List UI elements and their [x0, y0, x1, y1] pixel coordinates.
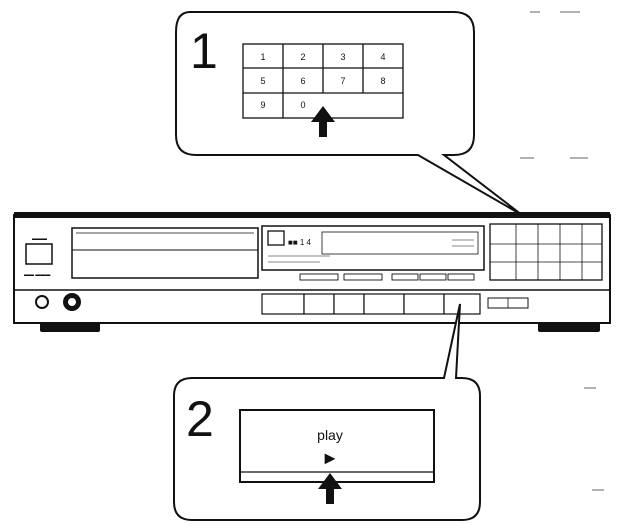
- step-1-number: 1: [190, 23, 218, 79]
- keypad-key: 6: [300, 76, 305, 86]
- keypad-key: 1: [260, 52, 265, 62]
- callout-1: 1 1 2 3 4 5 6 7 8 9 0: [175, 11, 523, 216]
- display-panel: [261, 225, 485, 271]
- transport-button[interactable]: [261, 293, 305, 315]
- keypad-key: 9: [260, 100, 265, 110]
- keypad-key: 0: [300, 100, 305, 110]
- play-button-label: play: [317, 427, 343, 443]
- svg-text:▬▬▬: ▬▬▬: [32, 236, 47, 242]
- keypad-key: 3: [340, 52, 345, 62]
- keypad-key: 7: [340, 76, 345, 86]
- transport-button[interactable]: [363, 293, 405, 315]
- play-symbol-icon: ►: [321, 448, 339, 468]
- player-keypad: [489, 223, 603, 281]
- keypad-key: 2: [300, 52, 305, 62]
- step-2-number: 2: [186, 391, 214, 447]
- function-button[interactable]: [447, 273, 475, 281]
- svg-text:▬▬ ▬▬▬: ▬▬ ▬▬▬: [24, 272, 50, 278]
- function-button[interactable]: [299, 273, 339, 281]
- player-top-edge: [14, 212, 610, 218]
- player-play-button[interactable]: [443, 293, 481, 315]
- transport-button[interactable]: [333, 293, 365, 315]
- keypad-key: 5: [260, 76, 265, 86]
- function-button[interactable]: [391, 273, 419, 281]
- callout-1-bubble: [175, 11, 523, 216]
- up-arrow-icon: [311, 106, 335, 137]
- scan-marks: [520, 11, 604, 491]
- keypad-key: 4: [380, 52, 385, 62]
- display-window: [321, 231, 479, 255]
- disc-tray[interactable]: [71, 227, 259, 279]
- play-button[interactable]: [239, 409, 435, 483]
- function-button[interactable]: [419, 273, 447, 281]
- display-readout: ■■ 1 4: [288, 238, 312, 247]
- function-button[interactable]: [343, 273, 383, 281]
- transport-button[interactable]: [303, 293, 335, 315]
- display-icon: [267, 230, 285, 246]
- up-arrow-icon: [318, 473, 342, 504]
- transport-button[interactable]: [403, 293, 445, 315]
- power-button[interactable]: [25, 243, 53, 265]
- headphone-jack[interactable]: [35, 295, 49, 309]
- cd-player: ▬▬▬ ▬▬ ▬▬▬ ■■ 1 4: [13, 212, 611, 332]
- keypad-key: 8: [380, 76, 385, 86]
- callout-2: 2 play ►: [173, 303, 481, 521]
